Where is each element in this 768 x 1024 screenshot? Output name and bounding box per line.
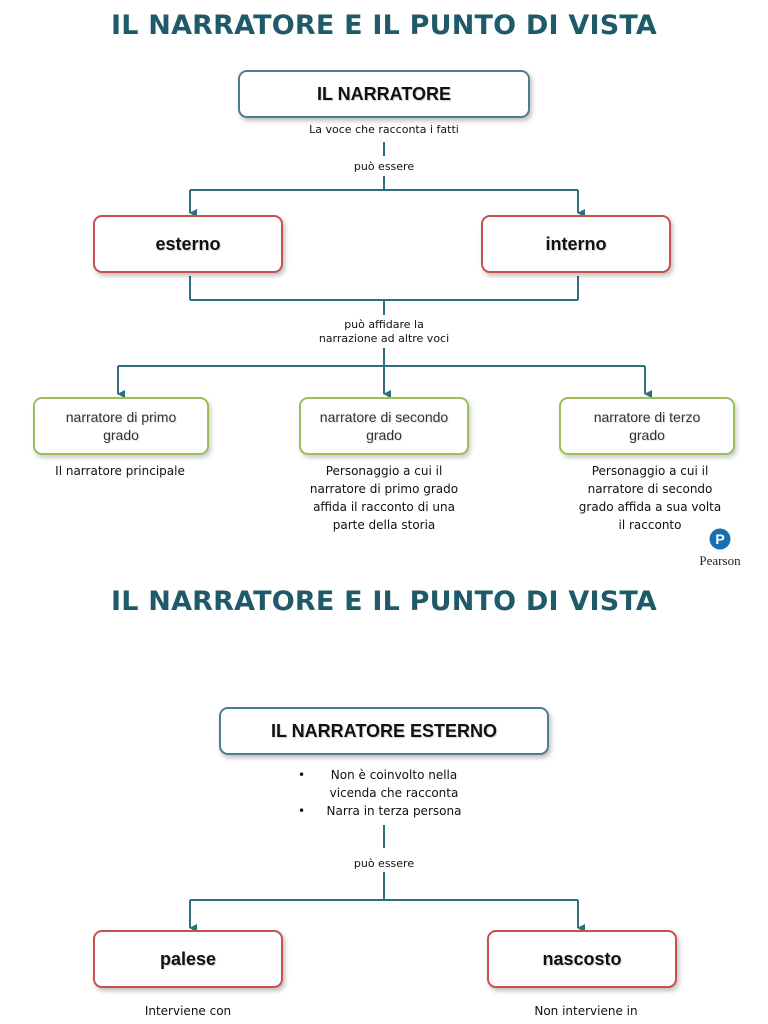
narratore-esterno-label: IL NARRATORE ESTERNO [270,720,498,741]
svg-text:P: P [715,531,724,547]
esterno-bullets: • Non è coinvolto nella vicenda che racco… [298,766,468,820]
interno-label: interno [545,233,607,254]
secondo-grado-label: narratore di secondo grado [319,409,449,443]
pearson-logo: P Pearson [690,528,750,568]
bullet-dot-icon: • [298,768,306,782]
terzo-grado-desc: Personaggio a cui il narratore di second… [578,464,722,532]
primo-grado-box: narratore di primo grado [33,397,209,455]
narratore-box: IL NARRATORE [238,70,530,118]
interno-box: interno [481,215,671,273]
bullet-text: Narra in terza persona [326,804,462,818]
nascosto-box: nascosto [487,930,677,988]
terzo-grado-label: narratore di terzo grado [593,409,701,443]
secondo-grado-desc: Personaggio a cui il narratore di primo … [309,464,459,532]
link-puo-essere-2: può essere [353,857,415,870]
esterno-box: esterno [93,215,283,273]
nascosto-desc: Non interviene in [534,1004,638,1018]
nascosto-label: nascosto [542,948,622,969]
bullet-item: • Non è coinvolto nella vicenda che racco… [298,766,468,802]
bullet-text: Non è coinvolto nella vicenda che raccon… [329,768,459,800]
pearson-p-icon: P [709,528,731,550]
palese-box: palese [93,930,283,988]
esterno-label: esterno [155,233,221,254]
palese-desc: Interviene con [144,1004,232,1018]
link-puo-essere: può essere [353,160,415,173]
link-puo-affidare: può affidare la narrazione ad altre voci [318,318,450,345]
narratore-label: IL NARRATORE [316,83,451,104]
palese-label: palese [159,948,217,969]
secondo-grado-box: narratore di secondo grado [299,397,469,455]
primo-grado-label: narratore di primo grado [65,409,177,443]
primo-grado-desc: Il narratore principale [55,464,185,478]
narratore-esterno-box: IL NARRATORE ESTERNO [219,707,549,755]
slide1-title: IL NARRATORE E IL PUNTO DI VISTA [111,10,657,41]
slide2-title: IL NARRATORE E IL PUNTO DI VISTA [111,586,657,617]
pearson-wordmark: Pearson [699,553,741,568]
bullet-dot-icon: • [298,804,306,818]
terzo-grado-box: narratore di terzo grado [559,397,735,455]
bullet-item: • Narra in terza persona [298,802,468,820]
narratore-caption: La voce che racconta i fatti [309,123,459,136]
